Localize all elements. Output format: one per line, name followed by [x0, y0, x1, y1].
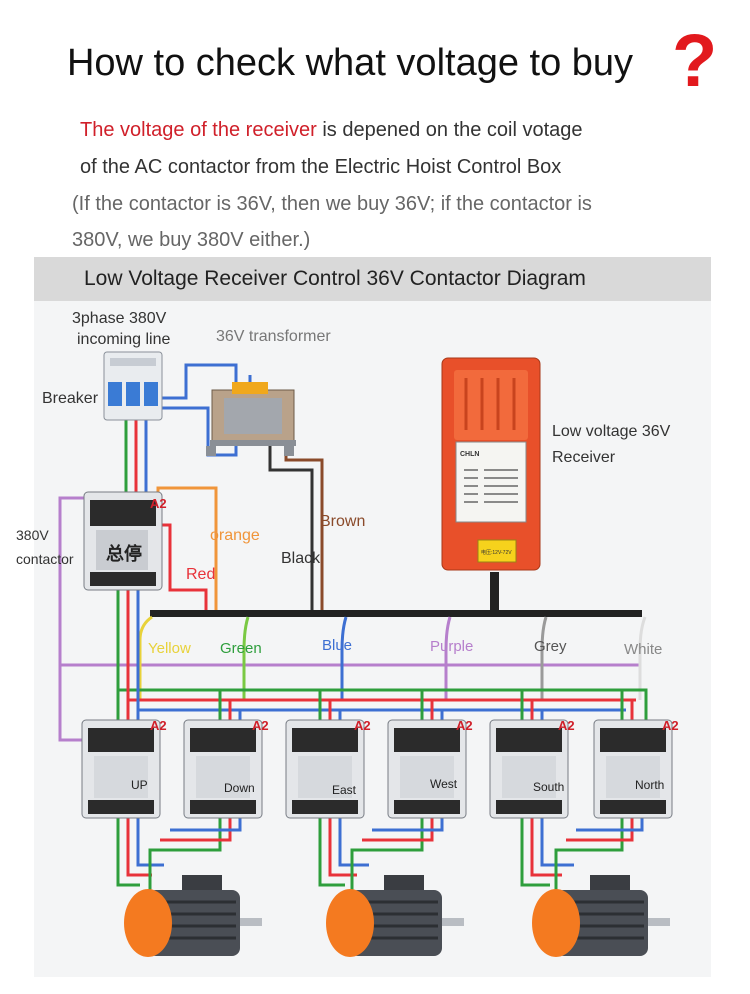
contactor-east-label: East — [332, 783, 357, 797]
motor-2 — [326, 875, 464, 957]
contactor-south — [489, 719, 569, 819]
contactor-south-label: South — [533, 780, 564, 794]
wire-label-blue: Blue — [322, 637, 352, 654]
wire-label-red: Red — [186, 566, 215, 583]
breaker-label: Breaker — [42, 390, 99, 407]
contactor-down-a2: A2 — [252, 718, 269, 733]
intro-line-1: The voltage of the receiver is depened o… — [80, 119, 583, 142]
contactor-north-label: North — [635, 778, 664, 792]
contactor-west-label: West — [430, 777, 458, 791]
main-contactor — [83, 491, 163, 591]
receiver-label-2: Receiver — [552, 449, 616, 466]
question-mark-icon: ? — [672, 19, 718, 102]
receiver-brand: CHLN — [460, 451, 479, 458]
main-contactor-a2: A2 — [150, 496, 167, 511]
contactor-north-a2: A2 — [662, 718, 679, 733]
contactor-north — [593, 719, 673, 819]
contactor-down-label: Down — [224, 781, 255, 795]
incoming-line-label-2: incoming line — [77, 331, 170, 348]
diagram-title-bar: Low Voltage Receiver Control 36V Contact… — [34, 257, 711, 301]
intro-line-2: of the AC contactor from the Electric Ho… — [80, 156, 562, 178]
transformer-label: 36V transformer — [216, 328, 331, 345]
contactor-west — [387, 719, 467, 819]
contactor-south-a2: A2 — [558, 718, 575, 733]
wire-label-brown: Brown — [320, 513, 365, 530]
receiver-label-1: Low voltage 36V — [552, 423, 671, 440]
receiver-spec: 电压:12V-72V — [481, 549, 512, 556]
motor-1 — [124, 875, 262, 957]
main-contactor-label-1: 380V — [16, 527, 49, 543]
wire-label-green: Green — [220, 640, 262, 657]
breaker — [103, 351, 163, 421]
intro-highlight: The voltage of the receiver — [80, 119, 317, 141]
wire-label-orange: orange — [210, 527, 260, 544]
contactor-east-a2: A2 — [354, 718, 371, 733]
contactor-up — [81, 719, 161, 819]
wire-label-white: White — [624, 641, 662, 658]
contactor-east — [285, 719, 365, 819]
intro-rest: is depened on the coil votage — [316, 119, 583, 141]
diagram-title: Low Voltage Receiver Control 36V Contact… — [84, 267, 586, 290]
incoming-line-label-1: 3phase 380V — [72, 310, 167, 327]
contactor-down — [183, 719, 263, 819]
main-contactor-text: 总停 — [106, 543, 142, 564]
note-line-2: 380V, we buy 380V either.) — [72, 229, 311, 251]
receiver — [441, 357, 541, 571]
contactor-up-a2: A2 — [150, 718, 167, 733]
wire-label-yellow: Yellow — [148, 640, 191, 657]
transformer — [206, 382, 296, 456]
main-contactor-label-2: contactor — [16, 551, 74, 567]
wire-label-black: Black — [281, 550, 321, 567]
contactor-west-a2: A2 — [456, 718, 473, 733]
page-title: How to check what voltage to buy — [66, 42, 634, 84]
contactor-up-label: UP — [131, 778, 148, 792]
note-line-1: (If the contactor is 36V, then we buy 36… — [72, 193, 592, 215]
motor-3 — [532, 875, 670, 957]
wire-label-grey: Grey — [534, 638, 567, 655]
signal-bus — [150, 610, 642, 617]
wire-label-purple: Purple — [430, 638, 473, 655]
